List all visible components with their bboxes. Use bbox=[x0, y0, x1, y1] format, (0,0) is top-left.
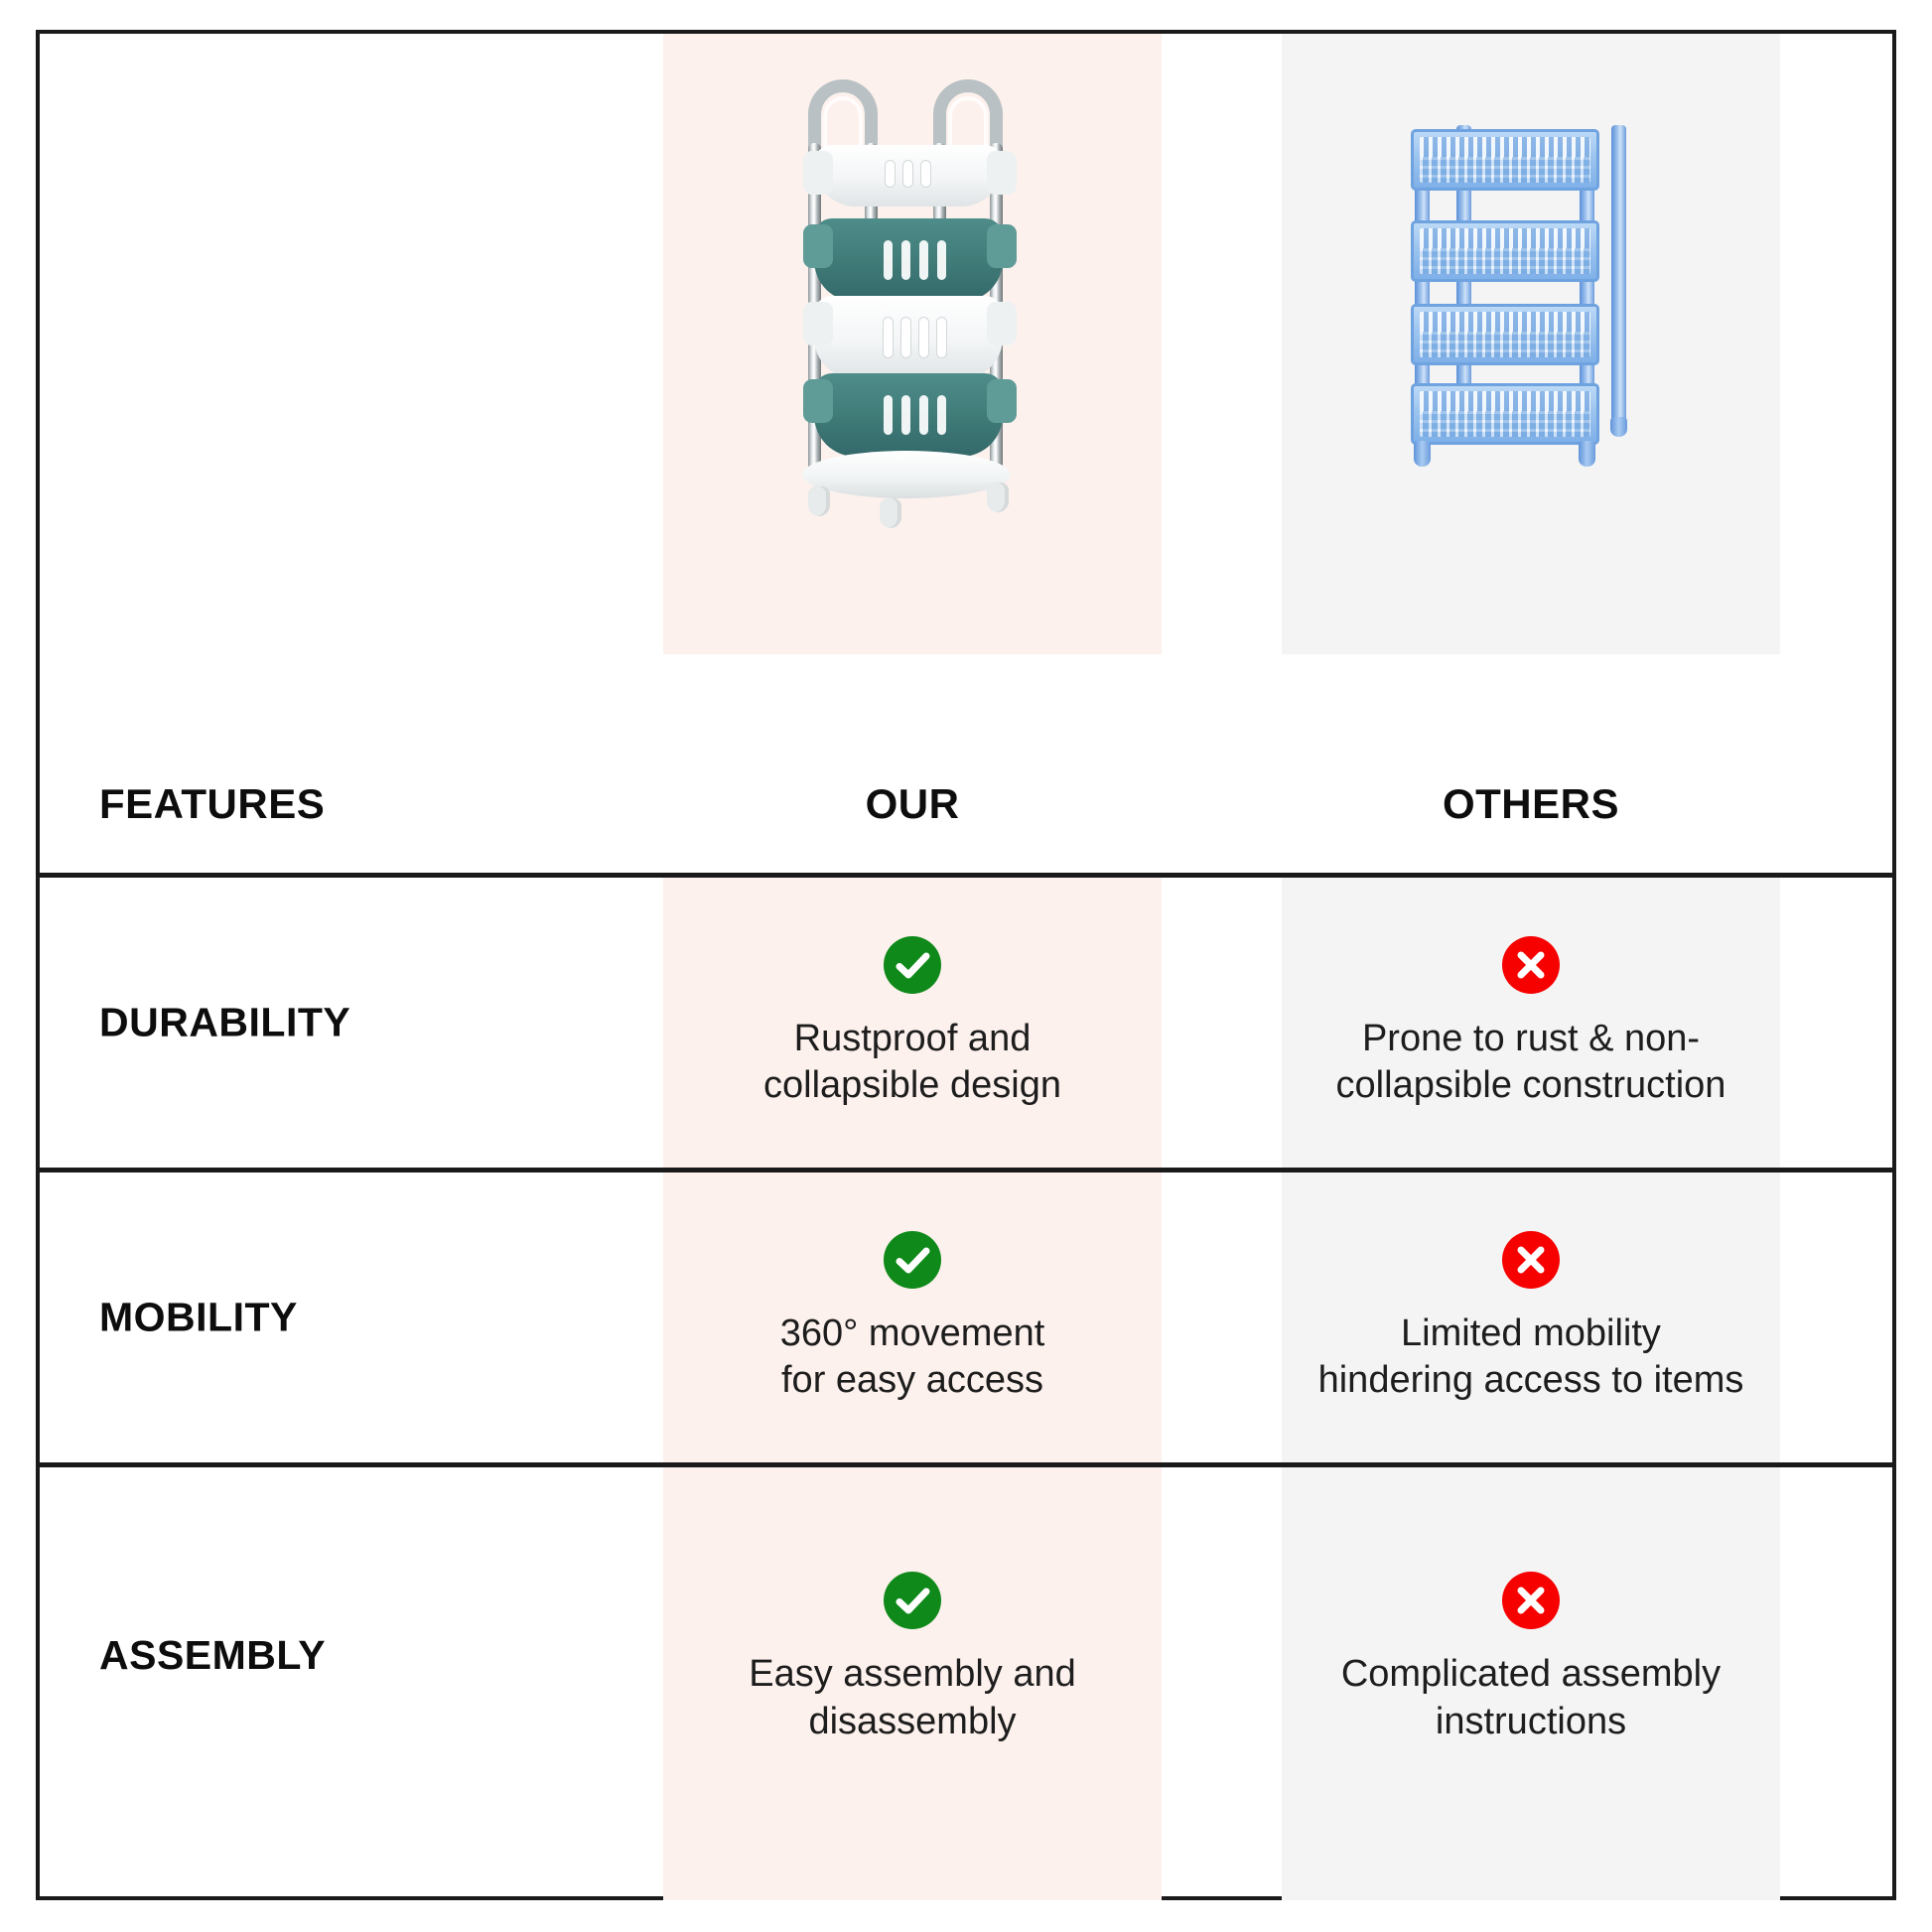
rack-foot-right bbox=[1579, 441, 1595, 467]
cell-others-mobility: Limited mobility hindering access to ite… bbox=[1282, 1173, 1780, 1462]
cell-our-assembly: Easy assembly and disassembly bbox=[663, 1467, 1162, 1900]
cell-text-our-assembly: Easy assembly and disassembly bbox=[749, 1653, 1076, 1742]
cart-clip-4-left bbox=[803, 379, 833, 423]
rack-post-back-right bbox=[1611, 125, 1626, 423]
cart-clip-3-left bbox=[803, 302, 833, 345]
rack-tier-3 bbox=[1411, 304, 1599, 365]
cross-circle-icon bbox=[1502, 935, 1560, 994]
rack-foot-back-right bbox=[1610, 417, 1627, 437]
features-column-header: FEATURES bbox=[99, 780, 326, 827]
header-divider bbox=[40, 873, 1892, 878]
row-divider-1 bbox=[40, 1168, 1892, 1173]
check-circle-icon bbox=[884, 1230, 941, 1289]
others-column-header: OTHERS bbox=[1442, 780, 1619, 827]
cart-clip-1-left bbox=[803, 151, 833, 195]
cart-clip-3-right bbox=[987, 302, 1017, 345]
cart-basket-tier-3 bbox=[814, 296, 1003, 379]
cross-circle-icon bbox=[1502, 1572, 1560, 1629]
table-row-durability: DURABILITY Rustproof and collapsible des… bbox=[40, 878, 1892, 1168]
cell-our-mobility: 360° movement for easy access bbox=[663, 1173, 1162, 1462]
blue-plastic-rack-image bbox=[1282, 34, 1780, 654]
row-label-assembly: ASSEMBLY bbox=[99, 1632, 327, 1678]
comparison-table: FEATURES OUR OTHERS DURABILITY Rustproof… bbox=[36, 30, 1896, 1900]
table-row-mobility: MOBILITY 360° movement for easy access L… bbox=[40, 1173, 1892, 1462]
cart-clip-1-right bbox=[987, 151, 1017, 195]
cell-text-our-durability: Rustproof and collapsible design bbox=[763, 1017, 1061, 1107]
row-label-mobility: MOBILITY bbox=[99, 1294, 298, 1340]
cell-text-others-assembly: Complicated assembly instructions bbox=[1340, 1653, 1722, 1742]
table-row-assembly: ASSEMBLY Easy assembly and disassembly C… bbox=[40, 1467, 1892, 1900]
cart-base-tray bbox=[802, 451, 1011, 498]
our-column-header: OUR bbox=[865, 780, 960, 827]
cart-caster-center bbox=[880, 498, 901, 528]
rolling-utility-cart-image bbox=[663, 34, 1162, 654]
cell-others-durability: Prone to rust & non- collapsible constru… bbox=[1282, 878, 1780, 1168]
rack-tier-1 bbox=[1411, 129, 1599, 191]
cart-caster-left bbox=[808, 486, 830, 516]
cart-caster-right bbox=[987, 483, 1009, 512]
cart-basket-tier-1 bbox=[814, 145, 1003, 207]
cell-text-others-mobility: Limited mobility hindering access to ite… bbox=[1317, 1311, 1744, 1402]
cell-others-assembly: Complicated assembly instructions bbox=[1282, 1467, 1780, 1900]
rack-tier-4 bbox=[1411, 383, 1599, 445]
cart-clip-4-right bbox=[987, 379, 1017, 423]
check-circle-icon bbox=[884, 1572, 941, 1629]
cell-text-our-mobility: 360° movement for easy access bbox=[779, 1311, 1045, 1402]
cell-our-durability: Rustproof and collapsible design bbox=[663, 878, 1162, 1168]
cart-clip-2-right bbox=[987, 224, 1017, 268]
check-circle-icon bbox=[884, 935, 941, 994]
rack-foot-left bbox=[1414, 441, 1431, 467]
cart-basket-tier-4 bbox=[814, 373, 1003, 457]
row-divider-2 bbox=[40, 1462, 1892, 1467]
row-label-durability: DURABILITY bbox=[99, 999, 351, 1045]
cart-basket-tier-2 bbox=[814, 218, 1003, 302]
cell-text-others-durability: Prone to rust & non- collapsible constru… bbox=[1335, 1017, 1726, 1107]
rack-tier-2 bbox=[1411, 220, 1599, 282]
cross-circle-icon bbox=[1502, 1230, 1560, 1289]
cart-clip-2-left bbox=[803, 224, 833, 268]
